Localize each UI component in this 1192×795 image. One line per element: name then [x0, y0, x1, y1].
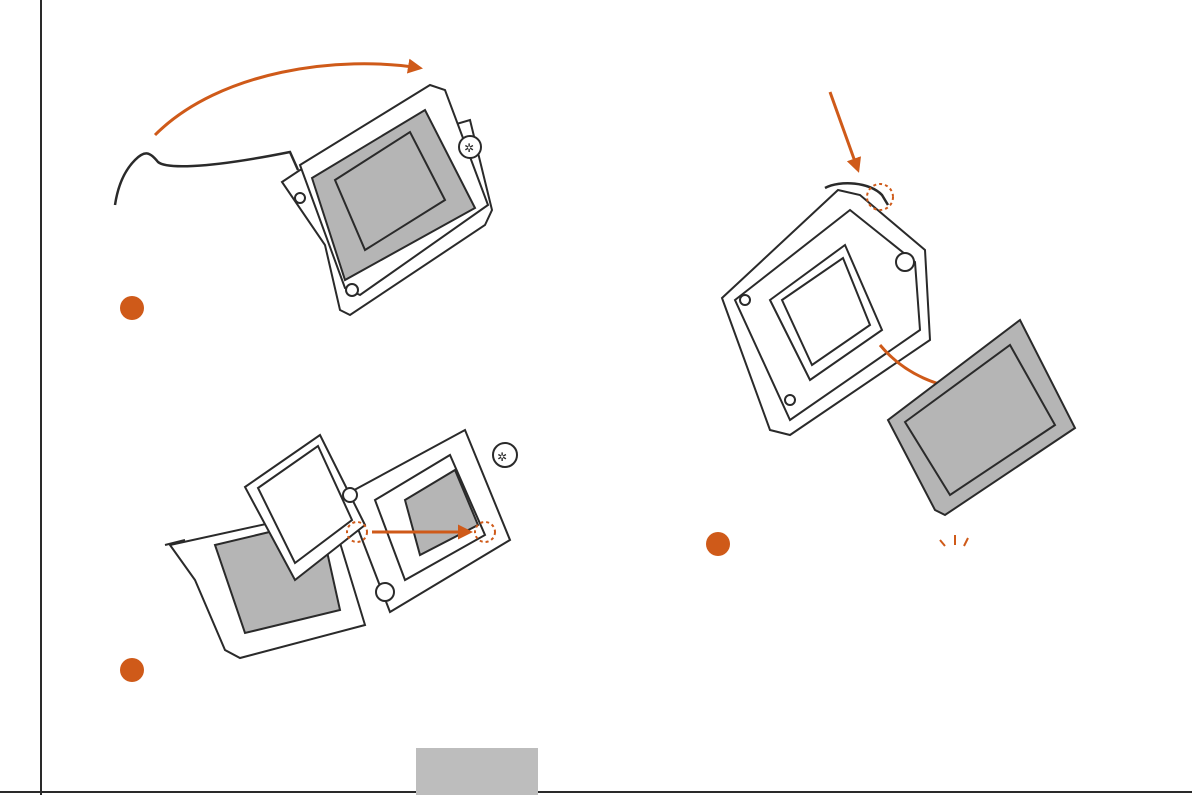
step-3-marker — [706, 532, 730, 556]
step-1-illustration: ✲ — [115, 64, 492, 315]
lever-hook-marker — [867, 184, 893, 210]
svg-text:✲: ✲ — [464, 141, 474, 155]
click-marks — [940, 535, 968, 546]
screw-3 — [896, 253, 914, 271]
load-lever — [115, 152, 298, 205]
step-1-marker — [120, 296, 144, 320]
svg-text:✲: ✲ — [497, 450, 507, 464]
step-2-illustration: ✲ — [165, 430, 517, 658]
screw-2a — [343, 488, 357, 502]
step-3-illustration — [722, 92, 1075, 546]
step-2-marker — [120, 658, 144, 682]
press-arrow — [830, 92, 858, 170]
screw-2b — [376, 583, 394, 601]
